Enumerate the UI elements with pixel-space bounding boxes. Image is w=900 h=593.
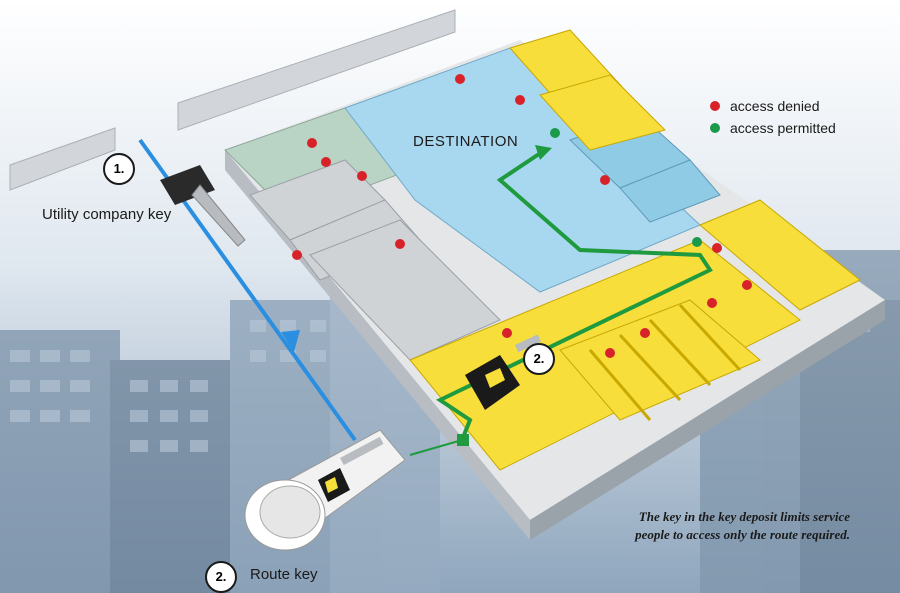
utility-key-icon xyxy=(160,165,246,247)
yellow-rooms xyxy=(409,29,861,471)
caption: The key in the key deposit limits servic… xyxy=(520,508,850,544)
deposit-link-node xyxy=(457,434,469,446)
access-denied-markers xyxy=(292,74,752,358)
route-key-label: Route key xyxy=(250,566,318,583)
wall-slab-top xyxy=(177,9,456,131)
access-permitted-markers xyxy=(550,128,702,247)
caption-line-2: people to access only the route required… xyxy=(635,527,850,542)
legend-access-permitted: access permitted xyxy=(710,117,836,139)
red-dot-icon xyxy=(710,101,720,111)
utility-key-label: Utility company key xyxy=(42,206,172,223)
destination-room xyxy=(344,47,701,293)
access-route-arrowhead xyxy=(535,145,552,160)
yellow-room-partitions xyxy=(588,303,742,421)
floor-slab-edge-right xyxy=(530,300,885,540)
destination-label: DESTINATION xyxy=(413,133,519,150)
floor-key-deposit-icon xyxy=(465,334,542,410)
key-route-arrowhead xyxy=(281,330,300,352)
grey-rooms xyxy=(224,107,501,361)
step-1-badge: 1. xyxy=(103,153,135,185)
deposit-link-line xyxy=(409,439,463,456)
building-windows xyxy=(10,270,870,452)
caption-line-1: The key in the key deposit limits servic… xyxy=(638,509,850,524)
legend-access-denied: access denied xyxy=(710,95,836,117)
step-2-deposit-badge: 2. xyxy=(205,561,237,593)
step-2-floor-badge: 2. xyxy=(523,343,555,375)
wall-slab-left xyxy=(9,127,116,191)
legend: access denied access permitted xyxy=(710,95,836,139)
green-dot-icon xyxy=(710,123,720,133)
legend-access-denied-label: access denied xyxy=(730,98,820,114)
access-route-path xyxy=(435,148,713,441)
legend-access-permitted-label: access permitted xyxy=(730,120,836,136)
key-deposit-cylinder xyxy=(244,429,406,551)
